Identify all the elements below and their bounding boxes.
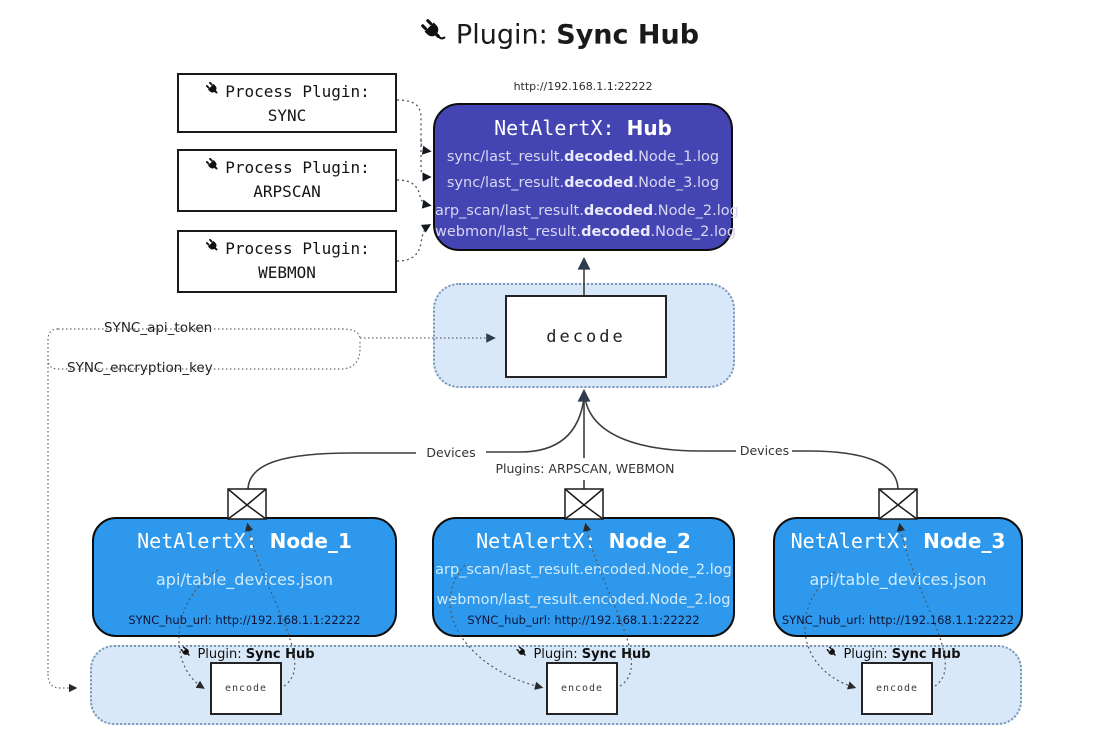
plugin-to-hub-connectors	[396, 99, 432, 262]
process-plugin-label: Process Plugin:	[225, 158, 370, 177]
node-footer: SYNC_hub_url: http://192.168.1.1:22222	[781, 613, 1015, 627]
process-plugin-label: Process Plugin:	[225, 82, 370, 101]
log-post: .Node_2.log	[653, 203, 739, 219]
plug-icon	[421, 19, 446, 40]
node-title: NetAlertX: Node_3	[775, 528, 1021, 554]
curve-left-a	[247, 452, 416, 491]
process-plugin-name: ARPSCAN	[253, 182, 321, 201]
encoder-plugin-prefix: Plugin:	[533, 647, 582, 663]
encode-box: encode	[210, 662, 282, 715]
hub-log-line: arp_scan/last_result.decoded.Node_2.log	[435, 201, 739, 221]
node-footer: SYNC_hub_url: http://192.168.1.1:22222	[128, 613, 361, 627]
log-bold: decoded	[564, 175, 634, 191]
node-footer: SYNC_hub_url: http://192.168.1.1:22222	[467, 613, 700, 627]
envelope-icons	[227, 488, 918, 520]
encode-box: encode	[546, 662, 618, 715]
log-post: .Node_1.log	[633, 149, 720, 165]
hub-log-line: sync/last_result.decoded.Node_1.log	[435, 147, 731, 167]
hub-url: http://192.168.1.1:22222	[513, 80, 653, 93]
node-title: NetAlertX: Node_2	[434, 528, 733, 554]
process-plugin-box-sync: Process Plugin: SYNC	[177, 73, 397, 133]
envelope-icon	[878, 488, 918, 520]
connector-sync-node3	[420, 140, 432, 182]
envelope-icon	[227, 488, 267, 520]
token-arrow-to-band	[47, 673, 78, 693]
process-plugin-name: SYNC	[267, 106, 307, 125]
edge-label-plugins: Plugins: ARPSCAN, WEBMON	[485, 461, 685, 476]
hub-title: NetAlertX: Hub	[435, 114, 731, 142]
connector-sync-node1	[396, 99, 432, 155]
encoder-plugin-label: Plugin: Sync Hub	[808, 645, 978, 662]
hub-log-line: webmon/last_result.decoded.Node_2.log	[435, 222, 736, 242]
node-title: NetAlertX: Node_1	[94, 528, 395, 554]
log-bold: decoded	[564, 149, 634, 165]
encoder-plugin-label: Plugin: Sync Hub	[498, 645, 668, 662]
log-post: .Node_3.log	[633, 175, 720, 191]
process-plugin-box-webmon: Process Plugin: WEBMON	[177, 230, 397, 293]
encoder-plugin-name: Sync Hub	[581, 647, 651, 663]
node-box-node-3: NetAlertX: Node_3 api/table_devices.json…	[773, 517, 1023, 637]
log-pre: arp_scan/last_result.	[435, 203, 584, 219]
encoder-plugin-prefix: Plugin:	[843, 647, 892, 663]
sync-api-token-label: SYNC_api_token	[101, 320, 216, 336]
log-post: .Node_2.log	[650, 224, 737, 240]
plug-icon	[206, 158, 218, 170]
curve-right-a	[792, 450, 899, 491]
plug-icon	[180, 646, 191, 656]
plug-icon	[206, 239, 218, 251]
log-pre: sync/last_result.	[446, 149, 565, 165]
decode-box: decode	[505, 295, 667, 378]
node-box-node-2: NetAlertX: Node_2 arp_scan/last_result.e…	[432, 517, 735, 637]
plug-icon	[516, 646, 527, 656]
node-title-name: Node_2	[608, 529, 691, 553]
plug-icon	[826, 646, 837, 656]
node-file-line: arp_scan/last_result.encoded.Node_2.log	[435, 562, 732, 578]
hub-title-prefix: NetAlertX:	[494, 116, 627, 140]
token-left-drop	[47, 328, 59, 674]
log-bold: decoded	[583, 203, 654, 219]
process-plugin-label: Process Plugin:	[225, 239, 370, 258]
sync-encryption-key-label: SYNC_encryption_key	[64, 360, 216, 376]
hub-box: NetAlertX: Hub sync/last_result.decoded.…	[433, 103, 739, 251]
encoder-plugin-label: Plugin: Sync Hub	[162, 645, 332, 662]
page-title-name: Sync Hub	[556, 19, 700, 51]
node-title-prefix: NetAlertX:	[790, 529, 924, 553]
node-title-prefix: NetAlertX:	[137, 529, 270, 553]
node-file-line: webmon/last_result.encoded.Node_2.log	[436, 592, 731, 608]
edge-label-devices-right: Devices	[736, 443, 793, 458]
hub-log-line: sync/last_result.decoded.Node_3.log	[435, 173, 731, 193]
node-file-line: api/table_devices.json	[809, 570, 987, 589]
edge-label-devices-left: Devices	[420, 445, 482, 460]
process-plugin-name: WEBMON	[258, 263, 316, 282]
envelope-icon	[564, 488, 604, 520]
page-title: Plugin: Sync Hub	[0, 16, 1117, 50]
log-pre: sync/last_result.	[446, 175, 565, 191]
encoder-plugin-prefix: Plugin:	[197, 647, 246, 663]
connector-arpscan	[396, 179, 432, 209]
node-title-name: Node_3	[923, 529, 1006, 553]
plug-icon	[206, 82, 218, 94]
encoder-plugin-name: Sync Hub	[245, 647, 315, 663]
curve-left-b	[486, 397, 585, 453]
process-plugin-box-arpscan: Process Plugin: ARPSCAN	[177, 149, 397, 212]
node-file-line: api/table_devices.json	[155, 570, 333, 589]
log-bold: decoded	[581, 224, 651, 240]
hub-title-name: Hub	[626, 116, 672, 140]
log-pre: webmon/last_result.	[435, 224, 582, 240]
connector-webmon	[396, 224, 432, 262]
node-title-name: Node_1	[269, 529, 352, 553]
encoder-plugin-name: Sync Hub	[891, 647, 961, 663]
curve-right-b	[584, 397, 736, 452]
encode-box: encode	[861, 662, 933, 715]
node-box-node-1: NetAlertX: Node_1 api/table_devices.json…	[92, 517, 397, 637]
page-title-label: Plugin:	[455, 19, 557, 51]
node-title-prefix: NetAlertX:	[476, 529, 609, 553]
